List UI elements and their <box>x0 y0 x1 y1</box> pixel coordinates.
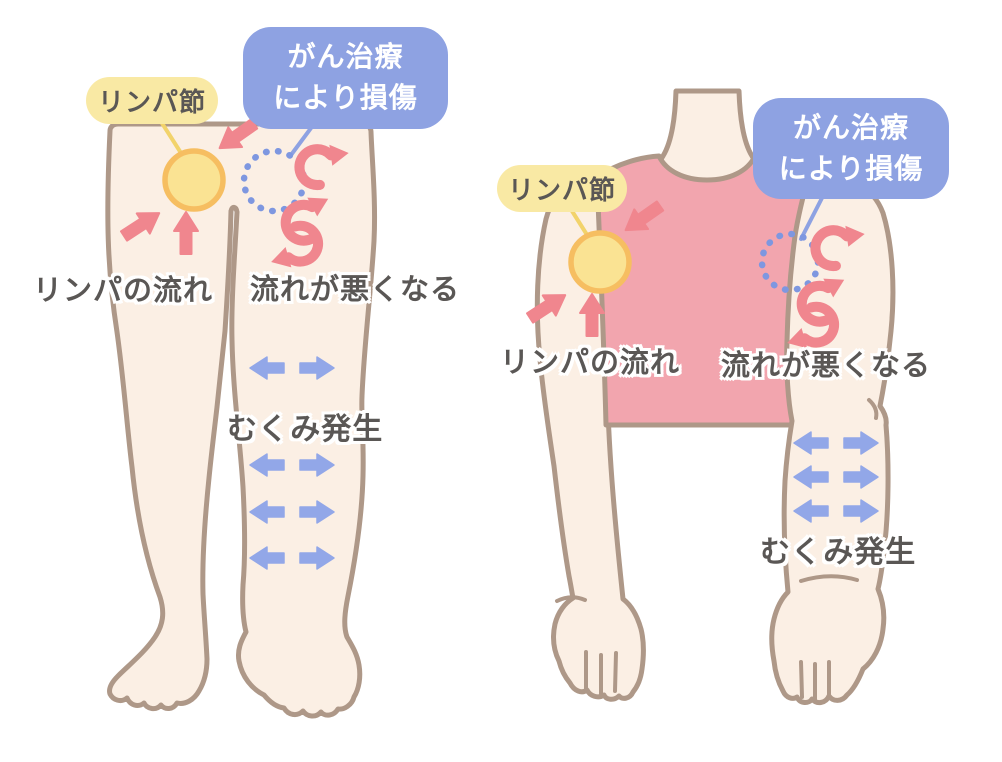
legs-silhouette <box>105 121 378 719</box>
damage-badge-arm: がん治療 により損傷 <box>753 98 949 199</box>
lymph-node-badge-arm: リンパ節 <box>497 165 627 212</box>
lymph-node-circle-arm <box>568 230 632 294</box>
blocked-flow-label-arm: 流れが悪くなる <box>721 350 932 382</box>
damage-badge-connector-line-arm <box>799 194 825 241</box>
swollen-arm-elbow-crease <box>867 398 879 420</box>
normal-hand-finger-lines <box>584 650 618 696</box>
legs-figure <box>105 121 378 719</box>
damage-badge-connector-line-legs <box>289 122 316 157</box>
normal-hand-wrist-crease <box>555 595 587 603</box>
swollen-hand-finger-lines <box>799 660 831 703</box>
lymph-node-circle-legs <box>162 148 226 212</box>
swelling-label-legs: むくみ発生 <box>227 413 384 446</box>
blocked-flow-label-legs: 流れが悪くなる <box>250 274 461 306</box>
swollen-hand-wrist-crease <box>799 574 859 583</box>
lymph-node-badge-legs: リンパ節 <box>86 77 218 124</box>
swelling-label-arm: むくみ発生 <box>760 536 917 569</box>
lymph-badge-connector-line-legs <box>158 118 183 155</box>
badge-connectors <box>158 118 825 241</box>
lymph-flow-label-arm: リンパの流れ <box>500 347 681 379</box>
damage-badge-legs: がん治療 により損傷 <box>243 27 448 129</box>
lymph-flow-label-legs: リンパの流れ <box>33 275 214 307</box>
